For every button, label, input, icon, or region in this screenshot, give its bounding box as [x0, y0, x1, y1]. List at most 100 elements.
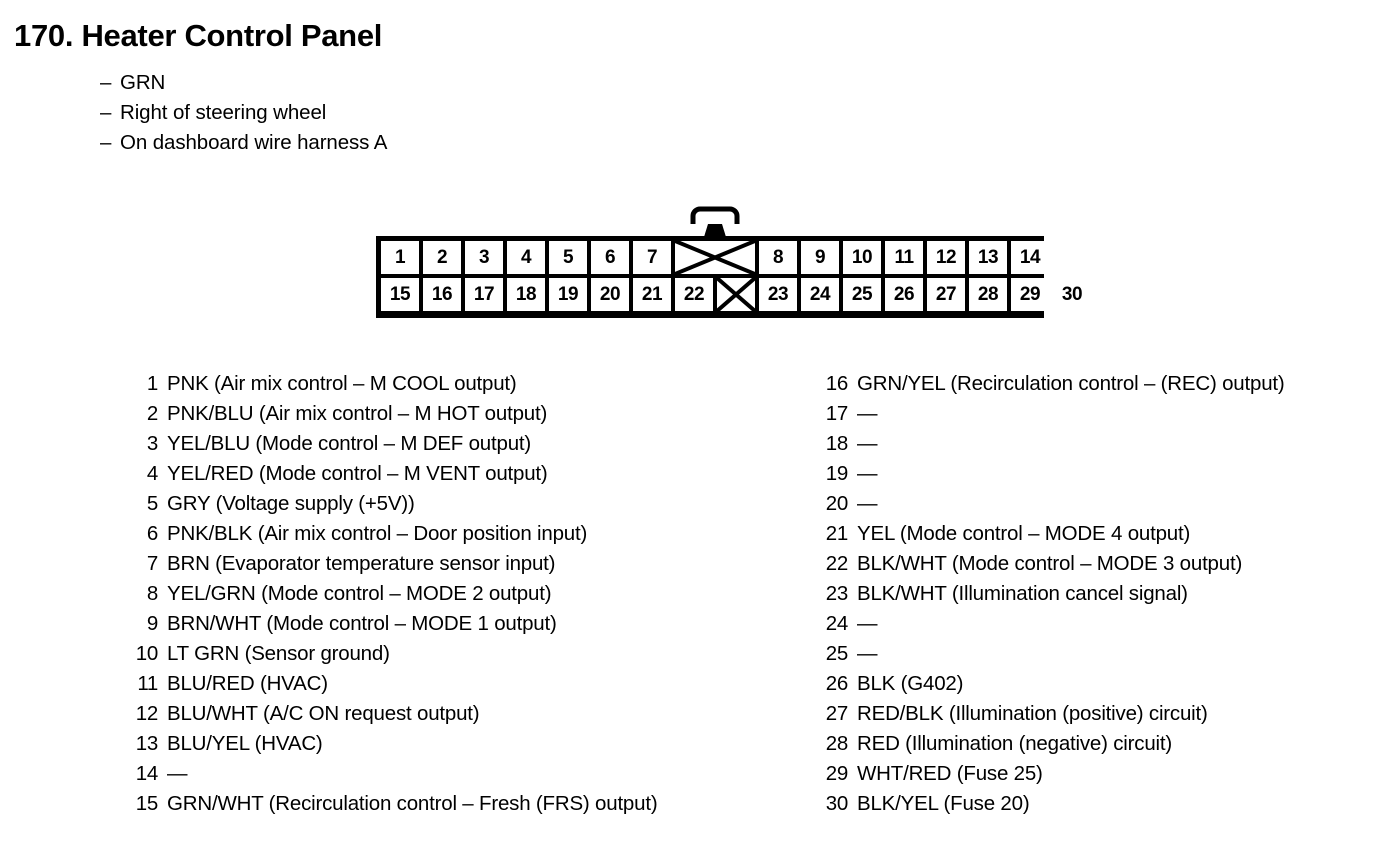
pin-description: BLU/WHT (A/C ON request output)	[167, 702, 480, 725]
pin-number: 20	[825, 492, 849, 515]
connector-attributes-list: –GRN –Right of steering wheel –On dashbo…	[100, 68, 387, 158]
pin-number: 27	[825, 702, 849, 725]
pin-cell-7: 7	[633, 241, 671, 274]
pin-number: 4	[146, 462, 158, 485]
pin-cell-30: 30	[1053, 278, 1091, 311]
pin-number: 16	[825, 372, 849, 395]
pin-description: —	[857, 612, 878, 635]
pin-description: —	[857, 462, 878, 485]
pin-cell-5: 5	[549, 241, 587, 274]
pin-number: 18	[825, 432, 849, 455]
pin-number: 8	[146, 582, 158, 605]
pin-cell-8: 8	[759, 241, 797, 274]
pin-description-row: 21 YEL (Mode control – MODE 4 output)	[820, 522, 1285, 552]
pin-description-row: 12 BLU/WHT (A/C ON request output)	[130, 702, 657, 732]
pin-description-row: 29 WHT/RED (Fuse 25)	[820, 762, 1285, 792]
pin-cell-20: 20	[591, 278, 629, 311]
pin-description: —	[857, 492, 878, 515]
pin-cell-27: 27	[927, 278, 965, 311]
pin-number: 28	[825, 732, 849, 755]
pin-cell-23: 23	[759, 278, 797, 311]
pin-cell-11: 11	[885, 241, 923, 274]
pin-description: BLK (G402)	[857, 672, 964, 695]
pin-number: 23	[825, 582, 849, 605]
pin-cell-2: 2	[423, 241, 461, 274]
pin-description-row: 25—	[820, 642, 1285, 672]
pin-description: —	[167, 762, 188, 785]
pin-number: 10	[135, 642, 159, 665]
bullet-dash-icon: –	[100, 131, 112, 154]
pin-number: 1	[146, 372, 158, 395]
bullet-dash-icon: –	[100, 101, 112, 124]
pin-description: PNK (Air mix control – M COOL output)	[167, 372, 517, 395]
pin-cell-18: 18	[507, 278, 545, 311]
pin-number: 12	[135, 702, 159, 725]
pin-cell-29: 29	[1011, 278, 1049, 311]
pin-cell-10: 10	[843, 241, 881, 274]
pin-description: BLK/WHT (Mode control – MODE 3 output)	[857, 552, 1243, 575]
pin-number: 30	[825, 792, 849, 815]
pin-description-row: 14 —	[130, 762, 657, 792]
pin-cell-16: 16	[423, 278, 461, 311]
pin-cell-4: 4	[507, 241, 545, 274]
pin-cell-25: 25	[843, 278, 881, 311]
pin-description: GRY (Voltage supply (+5V))	[167, 492, 415, 515]
pin-description: PNK/BLK (Air mix control – Door position…	[167, 522, 588, 545]
pin-description: YEL (Mode control – MODE 4 output)	[857, 522, 1191, 545]
pin-description: —	[857, 432, 878, 455]
connector-attribute-text: GRN	[120, 71, 166, 94]
pin-cell-15: 15	[381, 278, 419, 311]
pin-description-row: 27 RED/BLK (Illumination (positive) circu…	[820, 702, 1285, 732]
pin-description: GRN/YEL (Recirculation control – (REC) o…	[857, 372, 1285, 395]
pin-number: 11	[137, 672, 158, 695]
pin-description-row: 26 BLK (G402)	[820, 672, 1285, 702]
pin-cell-22: 22	[675, 278, 713, 311]
pin-description: BLU/YEL (HVAC)	[167, 732, 323, 755]
pin-cell-12: 12	[927, 241, 965, 274]
pin-cell-1: 1	[381, 241, 419, 274]
connector-attribute-row: –Right of steering wheel	[100, 98, 387, 128]
pin-number: 15	[135, 792, 159, 815]
pin-description: WHT/RED (Fuse 25)	[857, 762, 1043, 785]
pin-number: 19	[825, 462, 849, 485]
pin-description: —	[857, 402, 878, 425]
pin-description-list-right: 16 GRN/YEL (Recirculation control – (REC)…	[820, 372, 1285, 822]
pin-number: 6	[146, 522, 158, 545]
pin-cell-9: 9	[801, 241, 839, 274]
pin-cell-3: 3	[465, 241, 503, 274]
pin-description: BRN (Evaporator temperature sensor input…	[167, 552, 556, 575]
pin-description-row: 19 —	[820, 462, 1285, 492]
connector-attribute-text: On dashboard wire harness A	[120, 131, 388, 154]
pin-cell-14: 14	[1011, 241, 1049, 274]
pin-description: GRN/WHT (Recirculation control – Fresh (…	[167, 792, 658, 815]
pin-number: 14	[135, 762, 159, 785]
pin-description: YEL/BLU (Mode control – M DEF output)	[167, 432, 532, 455]
pin-number: 29	[825, 762, 849, 785]
pin-description: LT GRN (Sensor ground)	[167, 642, 390, 665]
pin-number: 25	[825, 642, 849, 665]
pin-description: RED/BLK (Illumination (positive) circuit…	[857, 702, 1208, 725]
bullet-dash-icon: –	[100, 71, 112, 94]
pin-number: 26	[825, 672, 849, 695]
connector-attribute-row: –GRN	[100, 68, 387, 98]
pin-number: 24	[825, 612, 849, 635]
pin-number: 17	[825, 402, 849, 425]
pin-description-row: 22 BLK/WHT (Mode control – MODE 3 output)	[820, 552, 1285, 582]
pin-cell-21: 21	[633, 278, 671, 311]
pin-number: 22	[825, 552, 849, 575]
pin-cell-28: 28	[969, 278, 1007, 311]
pin-description-row: 1 PNK (Air mix control – M COOL output)	[130, 372, 657, 402]
pin-number: 21	[825, 522, 849, 545]
pin-cell-19: 19	[549, 278, 587, 311]
bottom-blank-crossed-cell	[717, 278, 755, 311]
